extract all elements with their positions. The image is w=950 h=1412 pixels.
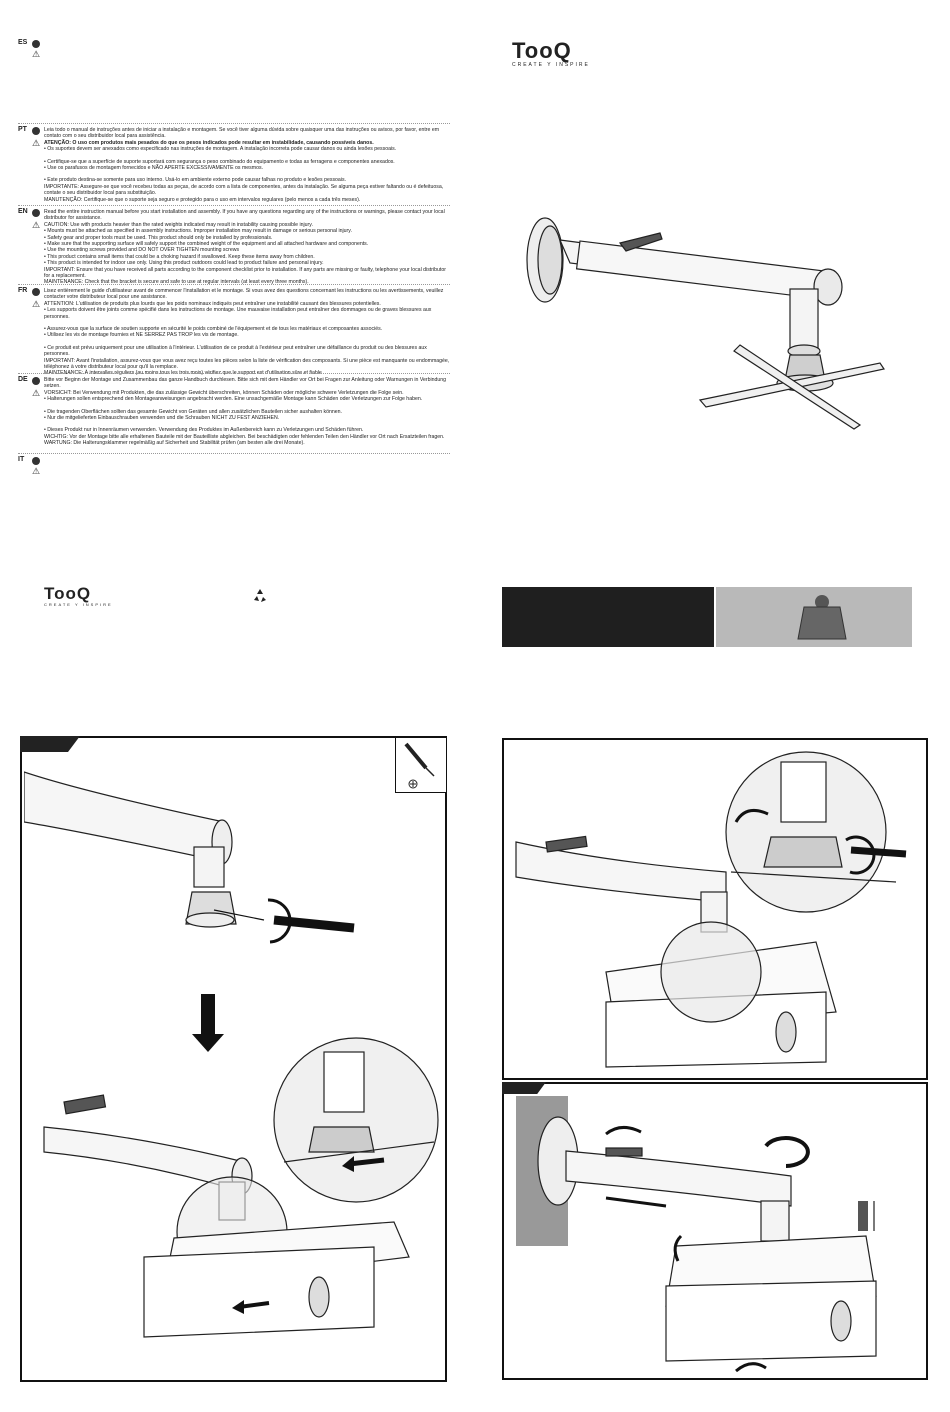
step-tab [502, 1082, 546, 1094]
paragraph: • This product contains small items that… [44, 253, 315, 260]
capacity-grey-panel [716, 587, 912, 647]
info-icon [32, 209, 40, 217]
step-tab [20, 736, 80, 752]
divider [18, 284, 450, 285]
paragraph: WARTUNG: Die Halterungsklammer regelmäßi… [44, 440, 305, 447]
logo-tagline: CREATE Y INSPIRE [44, 602, 113, 607]
warning-icon: ⚠ [32, 466, 41, 476]
paragraph: • Nur die mitgelieferten Einbauschrauben… [44, 415, 280, 422]
paragraph: IMPORTANTE: Assegure-se que você recebeu… [44, 183, 444, 197]
paragraph: • Assurez-vous que la surface de soutien… [44, 326, 383, 333]
step-2-illustration [515, 751, 907, 1068]
paragraph: • Halterungen sollen entsprechend den Mo… [44, 396, 423, 403]
divider [18, 373, 450, 374]
paragraph: • Mounts must be attached as specified i… [44, 228, 352, 235]
brand-logo-bottom: TooQ CREATE Y INSPIRE [44, 584, 113, 607]
weight-icon [797, 595, 847, 640]
paragraph: MANUTENÇÃO: Certifique-se que o suporte … [44, 196, 361, 203]
lang-code: ES [18, 39, 28, 46]
paragraph: VORSICHT: Bei Verwendung mit Produkten, … [44, 389, 404, 396]
screwdriver-icon [404, 742, 435, 789]
logo-text: TooQ [44, 584, 92, 603]
capacity-dark-panel [502, 587, 714, 647]
logo-tagline: CREATE Y INSPIRE [512, 62, 590, 68]
paragraph: • This product is intended for indoor us… [44, 260, 324, 267]
paragraph: Lisez entièrement le guide d'utilisateur… [44, 288, 444, 301]
paragraph: CAUTION: Use with products heavier than … [44, 221, 313, 228]
divider [18, 123, 450, 124]
info-icon [32, 457, 40, 465]
paragraph: • Die tragenden Oberflächen sollten das … [44, 408, 342, 415]
paragraph: Read the entire instruction manual befor… [44, 209, 445, 222]
lang-code: DE [18, 376, 28, 383]
info-icon [32, 127, 40, 135]
paragraph: MAINTENANCE: Check that the bracket is s… [44, 279, 309, 286]
info-icon [32, 288, 40, 296]
lang-block-de: DE ⚠ Bitte vor Beginn der Montage und Zu… [18, 376, 450, 447]
lang-code: EN [18, 208, 28, 215]
paragraph: • Utilisez les vis de montage fournies e… [44, 332, 239, 339]
lang-block-en: EN ⚠ Read the entire instruction manual … [18, 208, 450, 286]
paragraph: • Ce produit est prévu uniquement pour u… [44, 344, 427, 358]
step-1-illustration [24, 771, 439, 1338]
paragraph: • Este produto destina-se somente para u… [44, 177, 347, 184]
paragraph: Leia todo o manual de instruções antes d… [44, 127, 440, 140]
warning-icon: ⚠ [32, 220, 41, 230]
warning-icon: ⚠ [32, 299, 41, 309]
divider [18, 205, 450, 206]
lang-code: IT [18, 456, 25, 463]
paragraph: • Make sure that the supporting surface … [44, 241, 369, 248]
paragraph: IMPORTANT: Ensure that you have received… [44, 266, 446, 280]
lang-code: PT [18, 126, 27, 133]
divider [18, 453, 450, 454]
warning-icon: ⚠ [32, 388, 41, 398]
recycle-icon [254, 589, 266, 602]
paragraph: • Safety gear and proper tools must be u… [44, 234, 273, 241]
paragraph: • Dieses Produkt nur in Innenräumen verw… [44, 427, 364, 434]
warning-icon: ⚠ [32, 138, 41, 148]
paragraph: • Les supports doivent être joints comme… [44, 307, 432, 320]
step-2-frame [502, 738, 928, 1080]
info-icon [32, 40, 40, 48]
projector-mount-illustration [526, 217, 885, 430]
paragraph: • Use os parafusos de montagem fornecido… [44, 165, 264, 172]
lang-code: FR [18, 287, 28, 294]
paragraph: ATENÇÃO: O uso com produtos mais pesados… [44, 139, 374, 146]
step-1-frame [20, 736, 447, 1382]
paragraph: IMPORTANT: Avant l'installation, assurez… [44, 357, 450, 371]
step-3-illustration [516, 1096, 877, 1373]
logo-text: TooQ [512, 38, 572, 63]
paragraph: • Os suportes devem ser anexados como es… [44, 146, 397, 153]
paragraph: Bitte vor Beginn der Montage und Zusamme… [44, 377, 447, 390]
tool-box [395, 738, 446, 793]
paragraph: • Use the mounting screws provided and D… [44, 247, 240, 254]
paragraph: ATTENTION: L'utilisation de produits plu… [44, 300, 381, 307]
step-3-frame [502, 1082, 928, 1380]
warning-icon: ⚠ [32, 49, 41, 59]
paragraph: • Certifique-se que a superfície de supo… [44, 158, 395, 165]
brand-logo-top: TooQ CREATE Y INSPIRE [512, 38, 590, 68]
info-icon [32, 377, 40, 385]
lang-block-pt: PT ⚠ Leia todo o manual de instruções an… [18, 126, 450, 203]
paragraph: WICHTIG: Vor der Montage bitte alle erha… [44, 433, 445, 440]
lang-block-fr: FR ⚠ Lisez entièrement le guide d'utilis… [18, 287, 450, 377]
